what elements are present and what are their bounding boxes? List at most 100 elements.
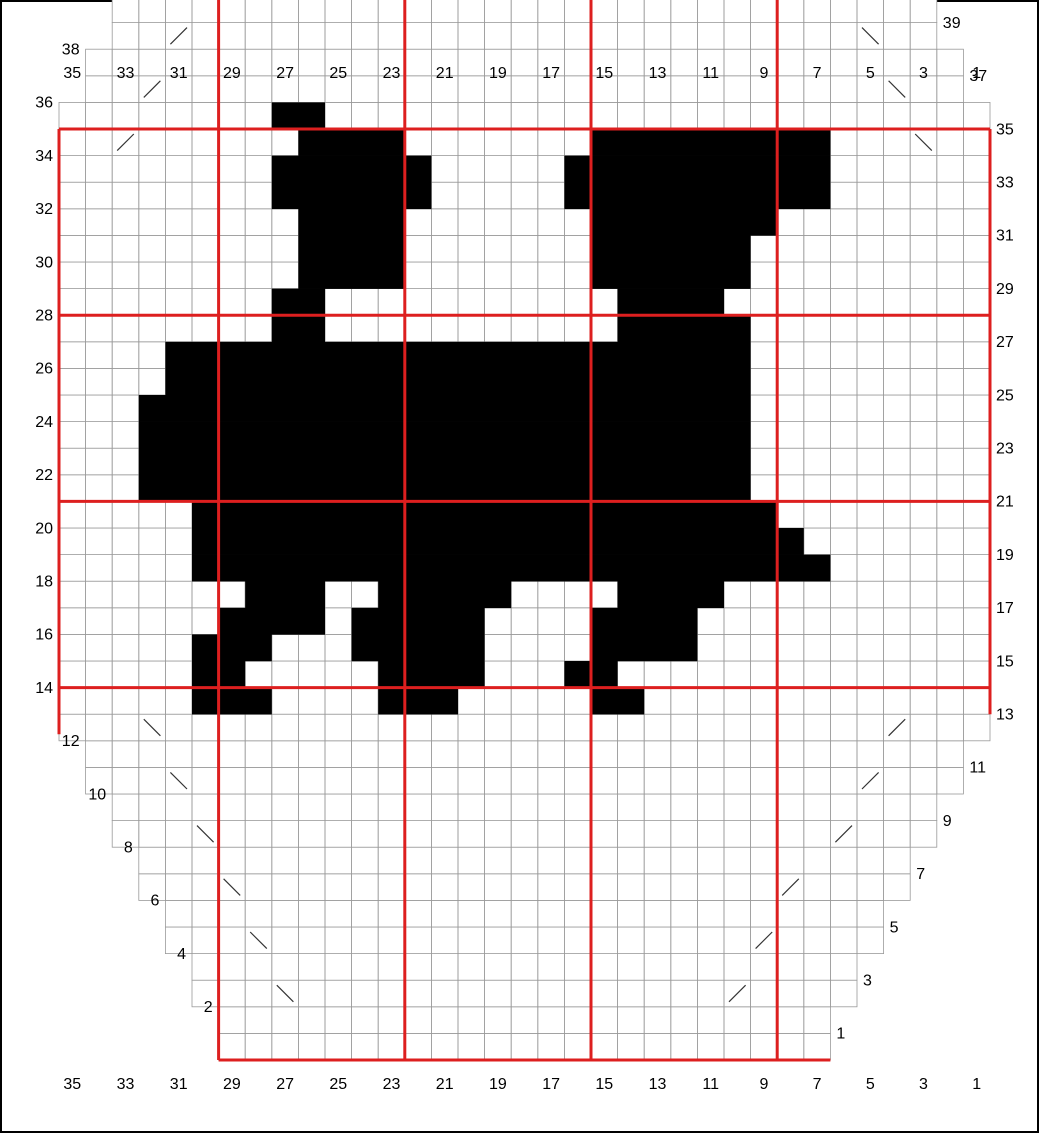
column-number-top: 13 — [649, 65, 667, 82]
row-number: 35 — [996, 121, 1014, 138]
column-number-bottom: 7 — [813, 1076, 822, 1093]
motif-stitch-run — [192, 688, 272, 715]
motif-stitch-run — [272, 156, 432, 183]
row-number: 9 — [943, 813, 952, 830]
motif-stitch-run — [352, 634, 485, 661]
column-number-top: 15 — [595, 65, 613, 82]
column-number-top: 23 — [383, 65, 401, 82]
row-number: 6 — [150, 893, 159, 910]
column-number-top: 17 — [542, 65, 560, 82]
chart-row-2 — [219, 1007, 831, 1034]
motif-stitch-run — [618, 315, 751, 342]
chart-row-10 — [112, 794, 937, 821]
motif-stitch-run — [192, 555, 830, 582]
row-number: 5 — [890, 919, 899, 936]
motif-stitch-run — [165, 368, 750, 395]
chart-row-39 — [112, 23, 937, 50]
motif-stitch-run — [139, 448, 751, 475]
column-number-top: 19 — [489, 65, 507, 82]
row-number: 33 — [996, 175, 1014, 192]
row-number: 32 — [35, 201, 53, 218]
chart-row-13 — [59, 714, 990, 741]
row-number: 10 — [88, 786, 106, 803]
motif-stitch-run — [298, 209, 404, 236]
chart-row-9 — [112, 821, 937, 848]
column-number-top: 27 — [276, 65, 294, 82]
motif-stitch-run — [591, 634, 697, 661]
motif-stitch-run — [298, 262, 404, 289]
chart-row-29 — [59, 289, 990, 316]
row-number: 20 — [35, 520, 53, 537]
row-number: 24 — [35, 414, 53, 431]
column-number-top: 3 — [919, 65, 928, 82]
chart-row-35 — [59, 129, 990, 156]
column-number-bottom: 1 — [972, 1076, 981, 1093]
chart-row-28 — [59, 315, 990, 342]
motif-stitch-run — [139, 422, 751, 449]
column-number-bottom: 31 — [170, 1076, 188, 1093]
motif-stitch-run — [564, 182, 830, 209]
row-number: 37 — [969, 68, 987, 85]
motif-stitch-run — [219, 608, 325, 635]
row-number: 15 — [996, 653, 1014, 670]
row-number: 12 — [62, 733, 80, 750]
column-number-bottom: 3 — [919, 1076, 928, 1093]
column-number-bottom: 35 — [63, 1076, 81, 1093]
chart-row-7 — [139, 874, 910, 901]
row-number: 17 — [996, 600, 1014, 617]
motif-stitch-run — [352, 608, 485, 635]
column-number-bottom: 29 — [223, 1076, 241, 1093]
chart-row-32 — [59, 209, 990, 236]
chart-row-18 — [59, 581, 990, 608]
row-number: 2 — [204, 999, 213, 1016]
column-number-top: 5 — [866, 65, 875, 82]
row-number: 38 — [62, 42, 80, 59]
motif-stitch-run — [564, 156, 830, 183]
row-number: 27 — [996, 334, 1014, 351]
column-number-top: 7 — [813, 65, 822, 82]
motif-stitch-run — [272, 182, 432, 209]
row-number: 26 — [35, 361, 53, 378]
chart-row-31 — [59, 235, 990, 262]
chart-row-30 — [59, 262, 990, 289]
motif-stitch-run — [192, 501, 777, 528]
motif-stitch-run — [139, 475, 751, 502]
row-number: 7 — [916, 866, 925, 883]
motif-stitch-run — [298, 235, 404, 262]
row-number: 11 — [969, 760, 986, 777]
motif-stitch-run — [591, 262, 751, 289]
motif-stitch-run — [272, 315, 325, 342]
motif-stitch-run — [245, 581, 325, 608]
motif-stitch-run — [591, 129, 830, 156]
column-number-top: 33 — [117, 65, 135, 82]
chart-row-33 — [59, 182, 990, 209]
motif-stitch-run — [192, 528, 804, 555]
motif-stitch-run — [272, 102, 325, 129]
motif-stitch-run — [139, 395, 751, 422]
motif-stitch-run — [618, 581, 724, 608]
chart-row-36 — [59, 102, 990, 129]
row-number: 3 — [863, 973, 872, 990]
row-number: 31 — [996, 228, 1014, 245]
column-number-top: 11 — [702, 65, 719, 82]
column-number-bottom: 25 — [329, 1076, 347, 1093]
chart-row-40 — [112, 0, 937, 23]
motif-stitch-run — [591, 688, 644, 715]
row-number: 28 — [35, 308, 53, 325]
motif-stitch-run — [618, 289, 724, 316]
row-number: 13 — [996, 707, 1014, 724]
row-number: 4 — [177, 946, 186, 963]
motif-stitch-run — [591, 608, 697, 635]
row-number: 8 — [124, 840, 133, 857]
column-number-bottom: 17 — [542, 1076, 560, 1093]
column-number-top: 35 — [63, 65, 81, 82]
row-number: 14 — [35, 680, 53, 697]
column-number-top: 25 — [329, 65, 347, 82]
column-number-top: 31 — [170, 65, 188, 82]
column-number-bottom: 5 — [866, 1076, 875, 1093]
column-number-top: 9 — [759, 65, 768, 82]
chart-row-3 — [192, 980, 857, 1007]
motif-stitch-run — [272, 289, 325, 316]
